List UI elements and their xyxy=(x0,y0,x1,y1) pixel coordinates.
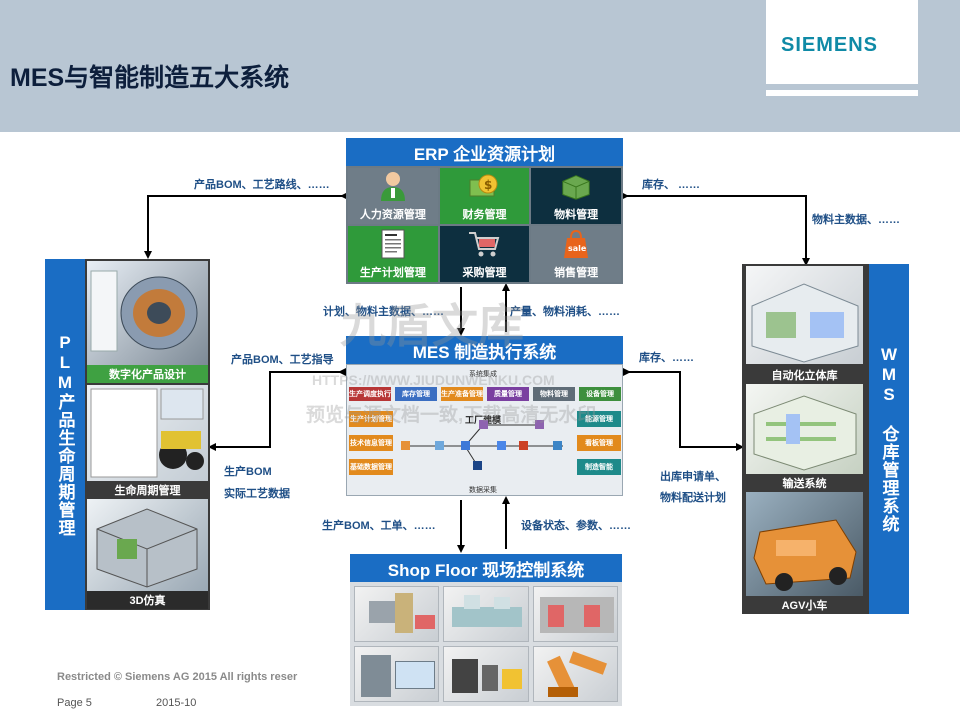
siemens-logo: SIEMENS xyxy=(781,34,879,56)
watermark-url: HTTPS://WWW.JIUDUNWENKU.COM xyxy=(312,372,555,388)
money-icon: $ xyxy=(467,169,501,203)
mes-module-tag: 库存管理 xyxy=(395,387,437,401)
mes-module-tag: 基础数据管理 xyxy=(349,459,393,475)
mes-module-tag: 看板管理 xyxy=(577,435,621,451)
page-title: MES与智能制造五大系统 xyxy=(10,64,290,92)
mes-module-tag: 生产计划管理 xyxy=(349,411,393,427)
erp-title: ERP 企业资源计划 xyxy=(346,138,623,166)
label-plm-mes-bottom-1: 生产BOM xyxy=(224,466,272,478)
3d-sim-image xyxy=(87,499,208,591)
label-plm-mes-top: 产品BOM、工艺指导 xyxy=(231,354,334,366)
erp-module-hr: 人力资源管理 xyxy=(348,168,438,224)
erp-module-finance: $ 财务管理 xyxy=(439,168,530,224)
person-icon xyxy=(376,169,410,203)
erp-module-label: 物料管理 xyxy=(554,209,599,221)
control-cabinet-image xyxy=(354,646,440,702)
svg-text:$: $ xyxy=(484,178,492,192)
label-mes-sf-left: 生产BOM、工单、…… xyxy=(322,520,436,532)
sale-bag-icon: sale xyxy=(559,227,593,261)
erp-module-label: 财务管理 xyxy=(462,209,507,221)
lifecycle-ui-image xyxy=(87,385,208,481)
mes-module-tag: 制造智能 xyxy=(577,459,621,475)
agv-image xyxy=(746,492,863,596)
plm-title-bar: PLM产品生命周期管理 xyxy=(45,259,85,610)
label-erp-wms-bottom: 物料主数据、…… xyxy=(812,214,900,226)
footer-page: Page 5 xyxy=(57,697,92,709)
wms-caption: AGV小车 xyxy=(781,600,828,612)
label-plm-mes-bottom-2: 实际工艺数据 xyxy=(224,488,290,500)
mes-module-tag: 能源管理 xyxy=(577,411,621,427)
plm-mes-arrow xyxy=(208,368,346,451)
plc-device-image xyxy=(443,646,529,702)
erp-module-purchase: 采购管理 xyxy=(439,226,530,282)
mes-flow-chart xyxy=(401,420,563,470)
mes-module-diagram: 系统集成 生产调度执行 库存管理 生产准备管理 质量管理 物料管理 设备管理 生… xyxy=(346,364,623,496)
label-mes-sf-right: 设备状态、参数、…… xyxy=(521,520,631,532)
mes-data-collection: 数据采集 xyxy=(469,487,497,494)
wms-caption: 输送系统 xyxy=(782,478,827,490)
label-mes-wms-top: 库存、…… xyxy=(639,352,694,364)
erp-module-label: 采购管理 xyxy=(462,267,507,279)
label-erp-wms-top: 库存、 …… xyxy=(642,179,701,191)
mes-module-tag: 设备管理 xyxy=(579,387,621,401)
mes-module-tag: 质量管理 xyxy=(487,387,529,401)
mes-module-tag: 技术信息管理 xyxy=(349,435,393,451)
svg-text:sale: sale xyxy=(568,244,587,253)
plm-image-panel: 数字化产品设计 生命周期管理 3D仿真 xyxy=(85,259,210,610)
erp-plm-arrow xyxy=(144,192,348,259)
label-erp-plm: 产品BOM、工艺路线、…… xyxy=(194,179,330,191)
watermark-note: 预览与源文档一致,下载高清无水印 xyxy=(306,405,597,426)
footer-restricted: Restricted © Siemens AG 2015 All rights … xyxy=(57,671,298,683)
automated-warehouse-image xyxy=(746,266,863,364)
mes-system-integration: 系统集成 xyxy=(469,371,497,378)
document-icon xyxy=(376,227,410,261)
wms-caption: 自动化立体库 xyxy=(771,370,838,382)
erp-module-grid: 人力资源管理 $ 财务管理 物料管理 生产计划管理 采购管理 sale 销售管理 xyxy=(346,166,623,284)
watermark-title: 九盾文库 xyxy=(340,300,524,352)
label-mes-wms-bottom-1: 出库申请单、 xyxy=(660,471,726,483)
pallet-icon xyxy=(559,169,593,203)
erp-module-material: 物料管理 xyxy=(531,168,621,224)
cart-icon xyxy=(467,227,501,261)
erp-module-label: 生产计划管理 xyxy=(359,267,426,279)
logo-box xyxy=(766,0,918,84)
shop-floor-title: Shop Floor 现场控制系统 xyxy=(350,554,622,582)
plm-caption: 3D仿真 xyxy=(87,591,208,609)
mes-module-tag: 生产准备管理 xyxy=(441,387,483,401)
mes-title: MES 制造执行系统 xyxy=(346,336,623,364)
erp-module-planning: 生产计划管理 xyxy=(348,226,438,282)
engine-design-image xyxy=(87,261,208,365)
erp-module-label: 销售管理 xyxy=(554,267,599,279)
production-line-image xyxy=(443,586,529,642)
label-erp-mes-right: 产量、物料消耗、…… xyxy=(510,306,620,318)
conveyor-image xyxy=(746,384,863,474)
erp-module-label: 人力资源管理 xyxy=(359,209,426,221)
plm-caption: 数字化产品设计 xyxy=(87,365,208,383)
logo-underline xyxy=(766,90,918,96)
erp-wms-arrow xyxy=(621,192,810,266)
machine-image xyxy=(354,586,440,642)
mes-module-tag: 生产调度执行 xyxy=(349,387,391,401)
plm-caption: 生命周期管理 xyxy=(87,481,208,499)
mes-module-tag: 物料管理 xyxy=(533,387,575,401)
label-mes-wms-bottom-2: 物料配送计划 xyxy=(660,492,726,504)
wms-image-panel: 自动化立体库 输送系统 AGV小车 xyxy=(742,264,869,614)
footer-date: 2015-10 xyxy=(156,697,197,709)
label-erp-mes-left: 计划、物料主数据、…… xyxy=(323,306,444,318)
robot-arm-image xyxy=(532,646,618,702)
shop-floor-image-grid xyxy=(350,582,622,706)
mes-wms-arrow xyxy=(623,368,744,451)
factory-hall-image xyxy=(532,586,618,642)
erp-module-sales: sale 销售管理 xyxy=(531,226,621,282)
wms-title-bar: WMS 仓库管理系统 xyxy=(869,264,909,614)
